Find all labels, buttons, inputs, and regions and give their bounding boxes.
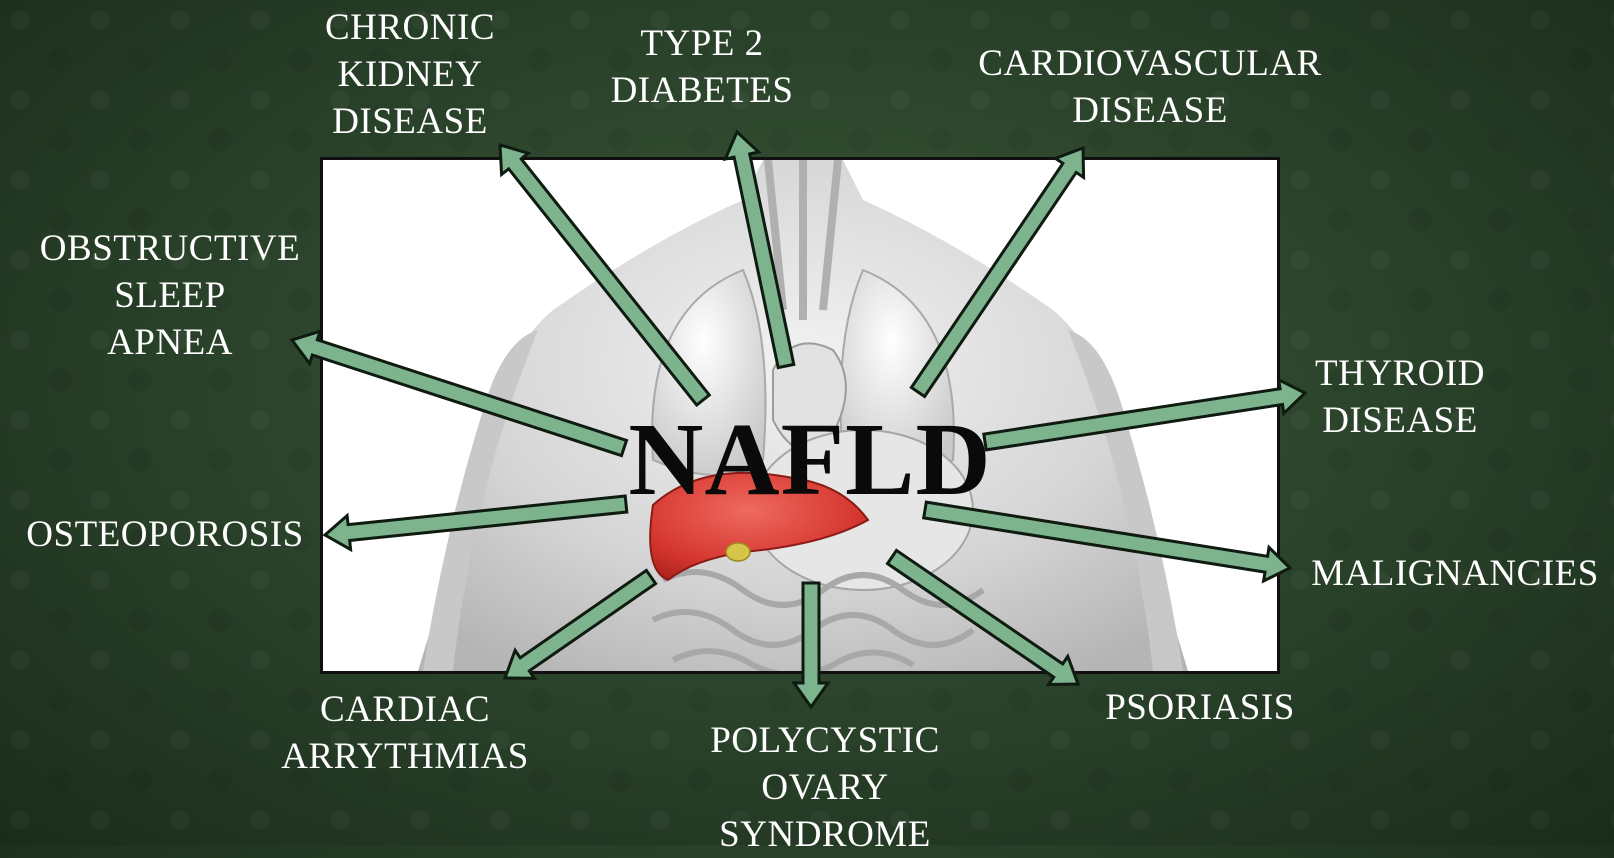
label-line: PSORIASIS (1080, 684, 1320, 731)
label-line: SLEEP (20, 272, 320, 319)
label-line: KIDNEY (292, 51, 528, 98)
label-line: DISEASE (1300, 397, 1500, 444)
label-cardiovascular-disease: CARDIOVASCULAR DISEASE (960, 40, 1340, 134)
label-line: OVARY (705, 764, 945, 811)
label-line: THYROID (1300, 350, 1500, 397)
label-chronic-kidney-disease: CHRONIC KIDNEY DISEASE (292, 4, 528, 145)
label-polycystic-ovary-syndrome: POLYCYSTIC OVARY SYNDROME (705, 717, 945, 858)
label-osteoporosis: OSTEOPOROSIS (10, 511, 320, 558)
label-line: OBSTRUCTIVE (20, 225, 320, 272)
label-line: DISEASE (292, 98, 528, 145)
gallbladder (726, 543, 750, 561)
label-line: POLYCYSTIC (705, 717, 945, 764)
label-line: DIABETES (592, 67, 812, 114)
label-line: SYNDROME (705, 811, 945, 858)
label-cardiac-arrythmias: CARDIAC ARRYTHMIAS (275, 686, 535, 780)
label-psoriasis: PSORIASIS (1080, 684, 1320, 731)
label-type-2-diabetes: TYPE 2 DIABETES (592, 20, 812, 114)
label-line: CHRONIC (292, 4, 528, 51)
label-line: CARDIOVASCULAR (960, 40, 1340, 87)
label-line: APNEA (20, 319, 320, 366)
label-line: DISEASE (960, 87, 1340, 134)
label-line: OSTEOPOROSIS (10, 511, 320, 558)
label-malignancies: MALIGNANCIES (1300, 550, 1610, 597)
label-thyroid-disease: THYROID DISEASE (1300, 350, 1500, 444)
label-line: TYPE 2 (592, 20, 812, 67)
label-obstructive-sleep-apnea: OBSTRUCTIVE SLEEP APNEA (20, 225, 320, 366)
label-line: MALIGNANCIES (1300, 550, 1610, 597)
nafld-title: NAFLD (620, 408, 1000, 512)
label-line: ARRYTHMIAS (275, 733, 535, 780)
label-line: CARDIAC (275, 686, 535, 733)
